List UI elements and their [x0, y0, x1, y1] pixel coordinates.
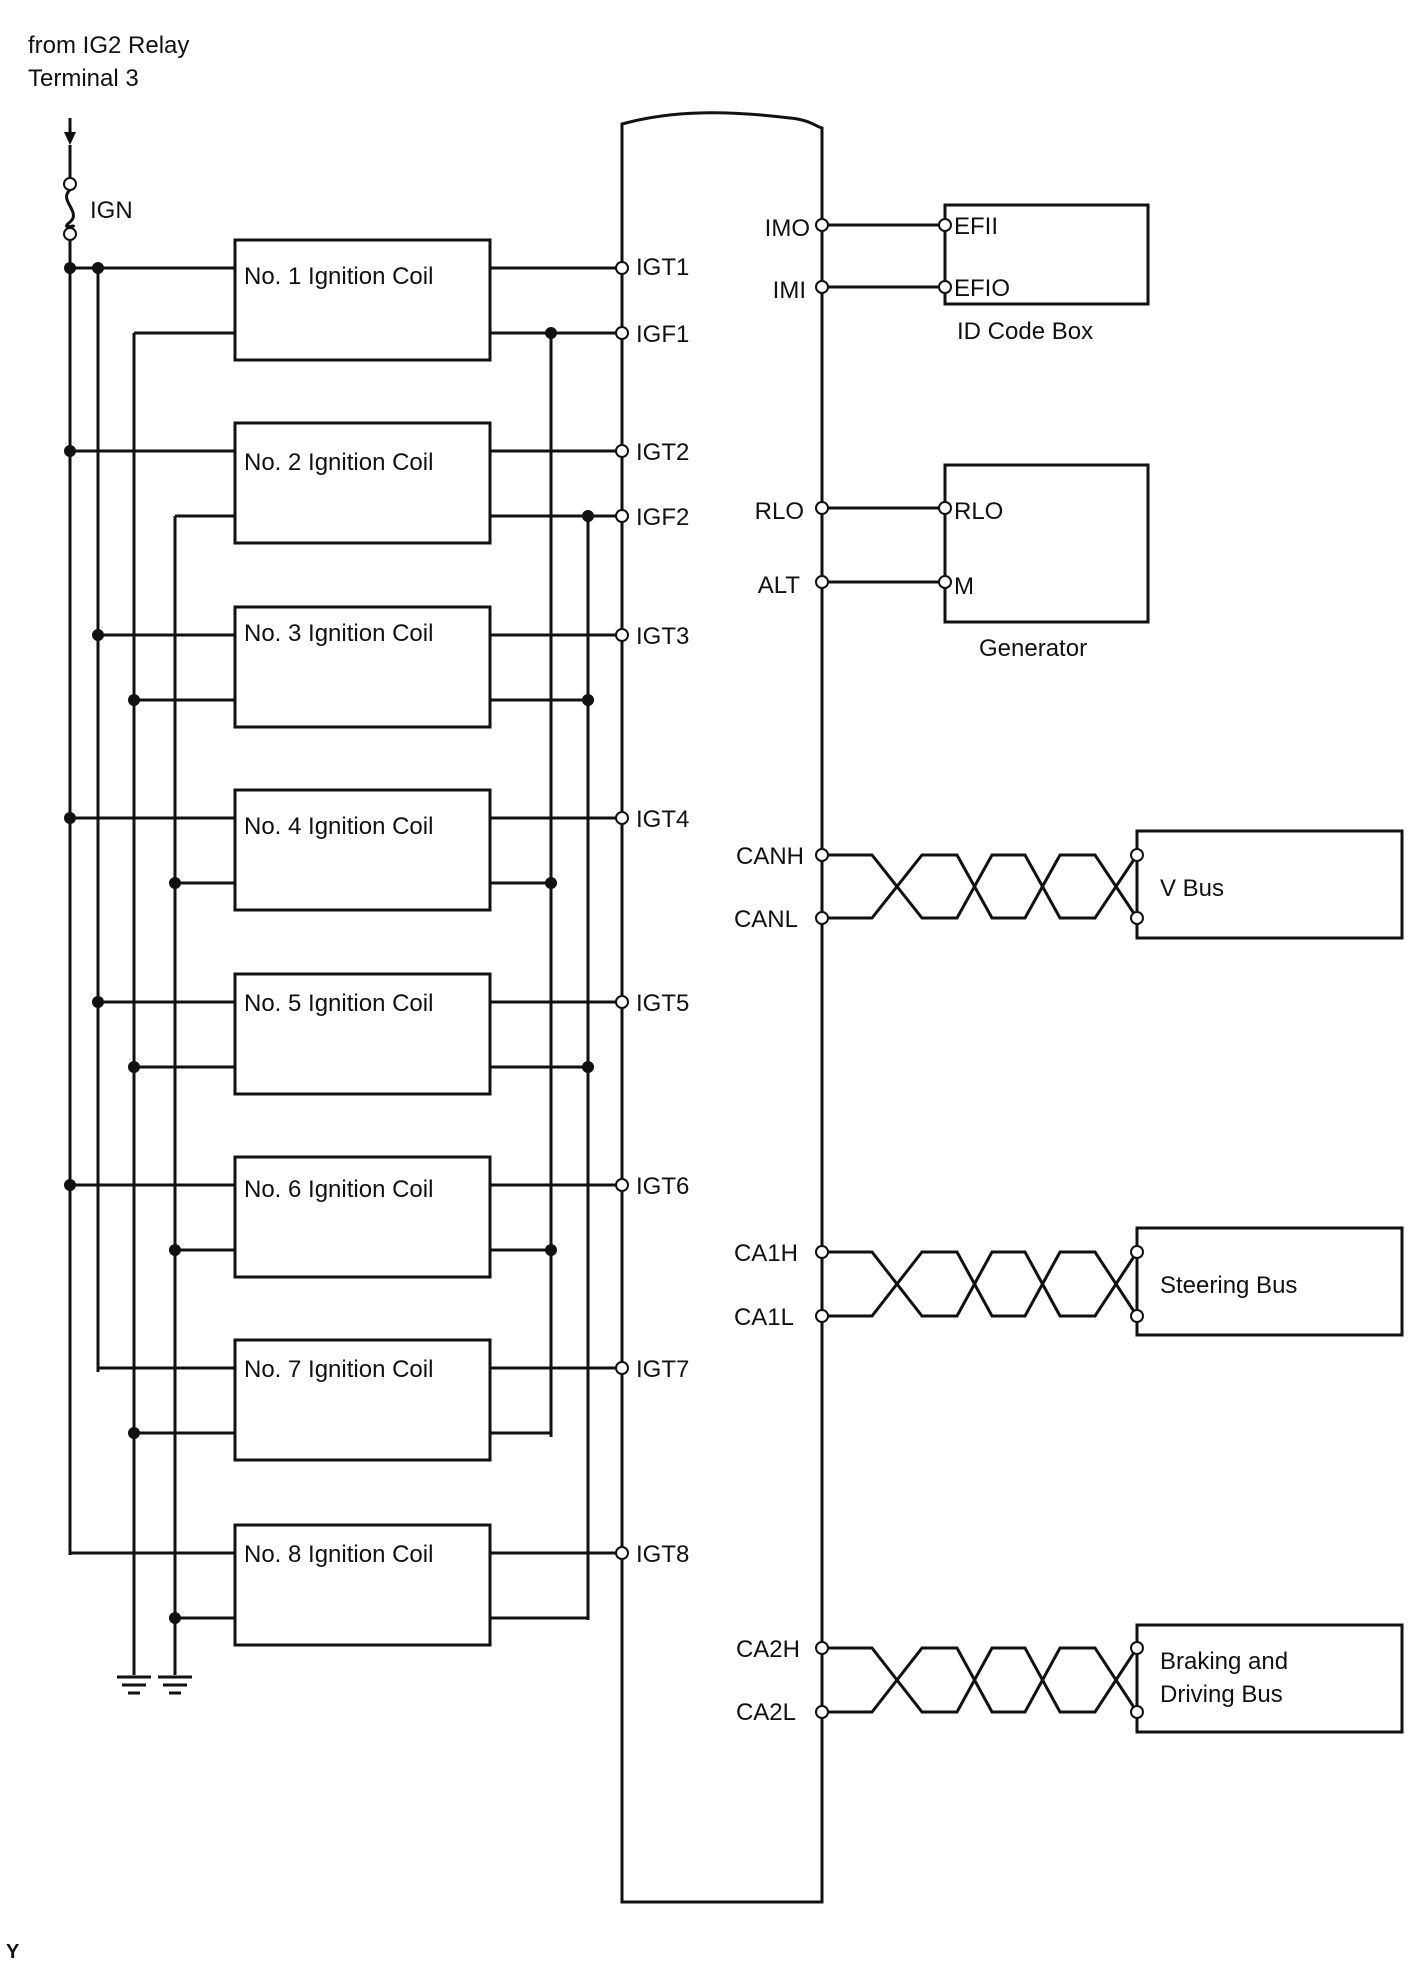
pin-label-igt8: IGT8	[636, 1541, 689, 1568]
ecm-igt-pins	[615, 261, 629, 1560]
ecm-pin-imi: IMI	[773, 277, 806, 304]
generator-title: Generator	[979, 635, 1087, 662]
coil-label: No. 5 Ignition Coil	[244, 990, 433, 1017]
coil-label: No. 3 Ignition Coil	[244, 620, 433, 647]
coil-label: No. 1 Ignition Coil	[244, 263, 433, 290]
coil-2: No. 2 Ignition Coil	[233, 421, 492, 545]
pin-label-igf2: IGF2	[636, 504, 689, 531]
ecm-pin-ca1h: CA1H	[734, 1240, 798, 1267]
pin-label-igt2: IGT2	[636, 439, 689, 466]
braking-bus-label-line2: Driving Bus	[1160, 1681, 1283, 1708]
ecm-pin-imo: IMO	[765, 215, 810, 242]
pin-label-igt6: IGT6	[636, 1173, 689, 1200]
ecm-pin-ca2h: CA2H	[736, 1636, 800, 1663]
pin-label-igt4: IGT4	[636, 806, 689, 833]
ecm-pin-ca1l: CA1L	[734, 1304, 794, 1331]
igf-wiring	[490, 266, 622, 1620]
pin-label-igt7: IGT7	[636, 1356, 689, 1383]
id-code-box	[815, 203, 1150, 306]
braking-bus-label-line1: Braking and	[1160, 1648, 1288, 1675]
generator-box	[815, 463, 1150, 624]
pin-label-igf1: IGF1	[636, 321, 689, 348]
gen-pin-m: M	[954, 573, 974, 600]
ecm-pin-ca2l: CA2L	[736, 1699, 796, 1726]
source-arrow	[64, 118, 76, 178]
pin-label-igt5: IGT5	[636, 990, 689, 1017]
coil-8: No. 8 Ignition Coil	[233, 1523, 492, 1647]
coil-label: No. 4 Ignition Coil	[244, 813, 433, 840]
ecm-pin-rlo: RLO	[755, 498, 804, 525]
fuse-label: IGN	[90, 197, 133, 224]
coil-7: No. 7 Ignition Coil	[233, 1338, 492, 1462]
coil-label: No. 8 Ignition Coil	[244, 1541, 433, 1568]
coil-4: No. 4 Ignition Coil	[233, 788, 492, 912]
coil-label: No. 7 Ignition Coil	[244, 1356, 433, 1383]
coil-label: No. 2 Ignition Coil	[244, 449, 433, 476]
source-label-line1: from IG2 Relay	[28, 32, 189, 59]
gen-pin-rlo: RLO	[954, 498, 1003, 525]
ground-wiring	[128, 331, 235, 1675]
ecm-pin-canl: CANL	[734, 906, 798, 933]
coil-5: No. 5 Ignition Coil	[233, 972, 492, 1096]
braking-driving-bus	[815, 1623, 1404, 1734]
coil-label: No. 6 Ignition Coil	[244, 1176, 433, 1203]
source-label-line2: Terminal 3	[28, 65, 139, 92]
pin-label-igt1: IGT1	[636, 254, 689, 281]
steering-bus-label: Steering Bus	[1160, 1272, 1297, 1299]
coil-3: No. 3 Ignition Coil	[233, 605, 492, 729]
ground-symbol-1	[117, 1675, 151, 1695]
fuse-symbol	[63, 177, 77, 241]
power-wiring	[64, 240, 235, 1555]
ecm-box	[620, 111, 824, 1904]
coil-6: No. 6 Ignition Coil	[233, 1155, 492, 1279]
pin-label-igt3: IGT3	[636, 623, 689, 650]
v-bus	[815, 829, 1404, 940]
id-pin-efii: EFII	[954, 213, 998, 240]
v-bus-label: V Bus	[1160, 875, 1224, 902]
corner-mark: Y	[6, 1941, 20, 1963]
ecm-pin-alt: ALT	[758, 572, 801, 599]
id-code-box-title: ID Code Box	[957, 318, 1093, 345]
id-pin-efio: EFIO	[954, 275, 1010, 302]
ecm-pin-canh: CANH	[736, 843, 804, 870]
coil-1: No. 1 Ignition Coil	[233, 238, 492, 362]
steering-bus	[815, 1226, 1404, 1337]
ground-symbol-2	[158, 1675, 192, 1695]
